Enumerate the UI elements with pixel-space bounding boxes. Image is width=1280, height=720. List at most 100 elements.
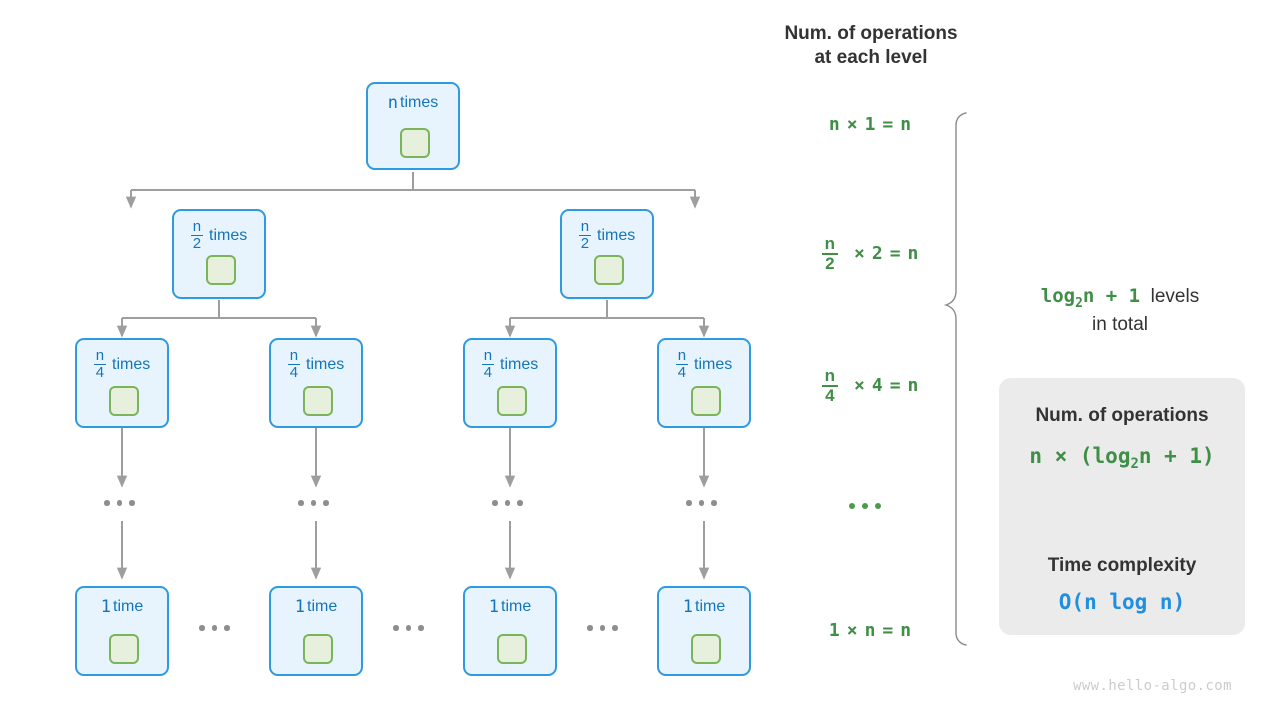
dot — [492, 500, 498, 506]
fraction-numerator: n — [289, 347, 299, 364]
operand-result: n — [907, 242, 919, 264]
tree-node-level3-1[interactable]: n 4 times — [75, 338, 169, 428]
levels-formula: log2n + 1 — [1040, 285, 1141, 311]
operation-square-icon — [497, 634, 527, 664]
fraction-numerator: n — [677, 347, 687, 364]
tree-node-level3-3[interactable]: n 4 times — [463, 338, 557, 428]
dot — [104, 500, 110, 506]
operation-square-icon — [303, 386, 333, 416]
dot — [129, 500, 135, 506]
operand-result: n — [900, 619, 912, 641]
fraction-numerator: n — [192, 218, 202, 235]
fraction-n-over-4: n 4 — [93, 348, 107, 381]
operand-right: n — [864, 619, 876, 641]
tree-node-level4-2[interactable]: 1 time — [269, 586, 363, 676]
dot — [323, 500, 329, 506]
fraction-numerator: n — [483, 347, 493, 364]
dot — [298, 500, 304, 506]
node-unit: times — [400, 94, 439, 111]
tree-node-level4-4[interactable]: 1 time — [657, 586, 751, 676]
log-base-subscript: 2 — [1130, 456, 1139, 473]
card-ops-formula: n × (log2n + 1) — [1029, 444, 1215, 473]
fraction-denominator: 2 — [190, 235, 204, 252]
dot — [310, 500, 316, 506]
dot — [224, 625, 230, 631]
dot — [875, 503, 881, 509]
node-unit: times — [597, 227, 636, 244]
tree-ellipsis-between-3-4 — [587, 625, 618, 631]
node-label: n 4 times — [465, 347, 555, 381]
equals-symbol: = — [889, 242, 901, 264]
node-label: n times — [368, 93, 458, 113]
times-symbol: × — [846, 619, 858, 641]
node-unit: times — [112, 356, 151, 373]
operand-right: 2 — [871, 242, 883, 264]
dot — [686, 500, 692, 506]
fraction-numerator: n — [824, 365, 835, 385]
fraction-numerator: n — [824, 233, 835, 253]
operation-square-icon — [691, 634, 721, 664]
dot — [599, 625, 605, 631]
dot — [211, 625, 217, 631]
summary-card: Num. of operations n × (log2n + 1) Time … — [999, 378, 1245, 635]
node-label: 1 time — [77, 597, 167, 617]
tree-ellipsis-3 — [492, 500, 523, 506]
tree-node-level4-1[interactable]: 1 time — [75, 586, 169, 676]
dot — [199, 625, 205, 631]
node-count: 1 — [488, 597, 499, 617]
dot — [504, 500, 510, 506]
operation-square-icon — [497, 386, 527, 416]
operand-result: n — [907, 374, 919, 396]
tree-node-level4-3[interactable]: 1 time — [463, 586, 557, 676]
node-unit: times — [306, 356, 345, 373]
operand-left: 1 — [828, 619, 840, 641]
fraction-numerator: n — [580, 218, 590, 235]
levels-second-line: in total — [1092, 314, 1148, 336]
fraction-n-over-2: n 2 — [578, 218, 592, 252]
dot — [612, 625, 618, 631]
fraction-denominator: 4 — [822, 384, 838, 404]
card-complexity-value: O(n log n) — [1058, 590, 1186, 614]
tree-node-level2-left[interactable]: n 2 times — [172, 209, 266, 299]
fraction-denominator: 4 — [93, 364, 107, 381]
equals-symbol: = — [882, 619, 894, 641]
times-symbol: × — [854, 374, 865, 396]
node-label: 1 time — [271, 597, 361, 617]
node-label: 1 time — [465, 597, 555, 617]
tree-node-level1-n[interactable]: n times — [366, 82, 460, 170]
tree-node-level3-2[interactable]: n 4 times — [269, 338, 363, 428]
tree-ellipsis-1 — [104, 500, 135, 506]
operand-result: n — [900, 113, 912, 135]
node-unit: times — [694, 356, 733, 373]
watermark: www.hello-algo.com — [1073, 678, 1232, 694]
dot — [116, 500, 122, 506]
tree-ellipsis-between-2-3 — [393, 625, 424, 631]
fraction-denominator: 4 — [287, 364, 301, 381]
fraction-denominator: 2 — [578, 235, 592, 252]
fraction-n-over-2: n 2 — [190, 218, 204, 252]
self-loop-group — [97, 116, 729, 663]
tree-node-level3-4[interactable]: n 4 times — [657, 338, 751, 428]
node-unit: times — [209, 227, 248, 244]
tree-node-level2-right[interactable]: n 2 times — [560, 209, 654, 299]
fraction-denominator: 4 — [675, 364, 689, 381]
operand-left: n — [828, 113, 840, 135]
card-complexity-title: Time complexity — [1047, 555, 1197, 576]
operations-column-heading: Num. of operations at each level — [784, 23, 958, 69]
operation-square-icon — [594, 255, 624, 285]
operation-square-icon — [303, 634, 333, 664]
node-unit: time — [695, 598, 726, 615]
node-label: n 4 times — [77, 348, 167, 381]
node-count: 1 — [294, 597, 305, 617]
fraction-n-over-4: n 4 — [675, 347, 689, 381]
node-unit: times — [500, 356, 539, 373]
node-count: n — [387, 93, 398, 113]
fraction-denominator: 2 — [822, 252, 838, 272]
levels-in-total-note: log2n + 1 levels in total — [990, 284, 1250, 338]
fraction-n-over-2: n 2 — [822, 235, 838, 272]
operation-square-icon — [109, 634, 139, 664]
operand-right: 1 — [864, 113, 876, 135]
fraction-n-over-4: n 4 — [822, 367, 838, 404]
fraction-n-over-4: n 4 — [287, 347, 301, 381]
